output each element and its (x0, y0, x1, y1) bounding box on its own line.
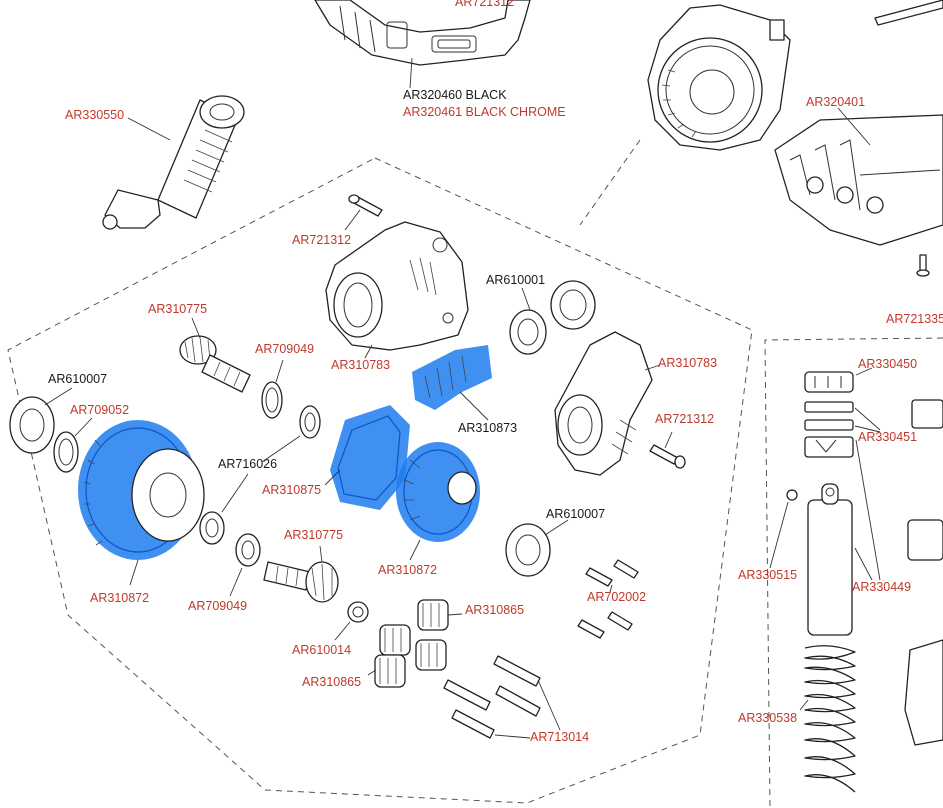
screws-ar702002-part (577, 559, 639, 639)
label-ar310872-left: AR310872 (90, 591, 150, 605)
label-ar721312-upper: AR721312 (292, 233, 352, 247)
label-ar310783-right: AR310783 (658, 356, 718, 370)
shock-partial-right-part (904, 399, 943, 746)
label-ar330538: AR330538 (738, 711, 798, 725)
differential-group-outline (7, 157, 753, 804)
shim-ar709049-upper-part (261, 359, 284, 419)
label-ar716026: AR716026 (218, 457, 278, 471)
label-ar330550: AR330550 (65, 108, 125, 122)
label-ar721335: AR721335 (886, 312, 943, 326)
label-ar713014: AR713014 (530, 730, 590, 744)
label-ar320460-black: AR320460 BLACK (403, 88, 507, 102)
shock-group-outline (764, 337, 943, 808)
gasket-ar310875-highlighted (324, 405, 410, 510)
bearing-ar610007-mid-part (505, 519, 569, 577)
label-ar709049-lower: AR709049 (188, 599, 248, 613)
label-ar310865-right: AR310865 (465, 603, 525, 617)
label-ar310775-lower: AR310775 (284, 528, 344, 542)
pinion-ar310775-lower-part (263, 545, 339, 603)
label-ar610001: AR610001 (486, 273, 546, 287)
label-ar330451: AR330451 (858, 430, 918, 444)
shock-cap-ar330450-part (804, 367, 873, 393)
label-ar702002: AR702002 (587, 590, 647, 604)
label-ar610014: AR610014 (292, 643, 352, 657)
bolt-ar721312-right-part (649, 431, 686, 469)
diff-housing-assembly-part (647, 0, 943, 277)
label-ar721312-top: AR721312 (455, 0, 515, 9)
label-ar721312-right: AR721312 (655, 412, 715, 426)
shock-absorber-top-part (102, 95, 245, 230)
shock-shims-ar330451-part (804, 401, 881, 458)
spider-gears-ar310865-part (367, 599, 463, 688)
bearing-ar610001-part (509, 280, 596, 355)
label-ar320461-black-chrome: AR320461 BLACK CHROME (403, 105, 566, 119)
label-ar610007-mid: AR610007 (546, 507, 606, 521)
bearing-ar610014-part (334, 601, 369, 641)
pin-ar721312-upper-part (344, 194, 383, 231)
shock-spring-ar330538-part (799, 645, 856, 793)
label-ar709052: AR709052 (70, 403, 130, 417)
label-ar330515: AR330515 (738, 568, 798, 582)
label-ar709049-upper: AR709049 (255, 342, 315, 356)
label-ar310775-upper: AR310775 (148, 302, 208, 316)
shock-body-ar330449-part (807, 439, 881, 636)
shim-ar709049-lower-part (229, 533, 261, 597)
diff-case-right-part (554, 331, 661, 476)
label-ar310872-mid: AR310872 (378, 563, 438, 577)
body-panel-part (314, 0, 531, 89)
label-ar330449: AR330449 (852, 580, 912, 594)
pinion-ar310873-highlighted (412, 345, 492, 421)
washer-ar716026-part (199, 405, 321, 545)
label-ar310875: AR310875 (262, 483, 322, 497)
label-ar320401: AR320401 (806, 95, 866, 109)
diff-carrier-mid-highlighted (396, 442, 480, 561)
shock-oring-ar330515-part (769, 489, 798, 569)
ring-gear-left-highlighted (78, 420, 205, 586)
label-ar310783-left: AR310783 (331, 358, 391, 372)
bearing-ar610007-left-part (9, 387, 73, 454)
label-ar310865-left: AR310865 (302, 675, 362, 689)
shim-ar709052-part (53, 417, 93, 473)
pinion-ar310775-upper-part (179, 317, 251, 393)
label-ar330450: AR330450 (858, 357, 918, 371)
pins-ar713014-part (443, 655, 561, 739)
label-ar610007-left: AR610007 (48, 372, 108, 386)
label-ar310873: AR310873 (458, 421, 518, 435)
diff-callout-line (579, 139, 641, 226)
diff-case-left-part (325, 221, 469, 359)
